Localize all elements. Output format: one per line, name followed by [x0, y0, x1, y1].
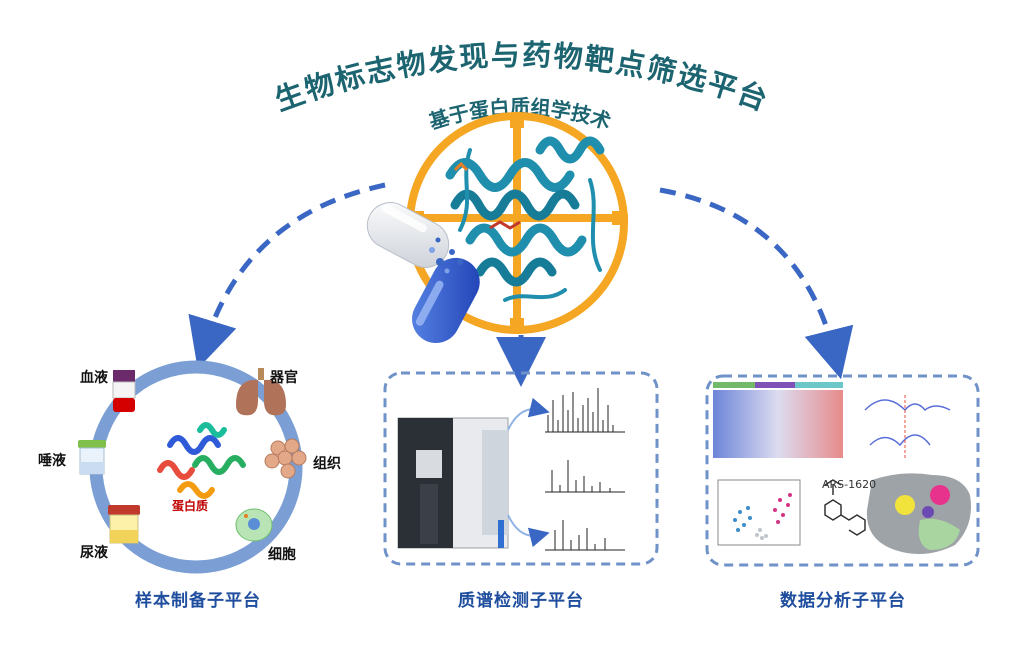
protein-center-label: 蛋白质 — [172, 499, 209, 513]
ms-panel — [383, 371, 659, 566]
sample-label-cell: 细胞 — [268, 547, 296, 563]
saliva-cup-icon — [78, 440, 106, 475]
arrow-to-sample-platform — [188, 182, 386, 369]
molecule-structure-icon — [824, 479, 866, 536]
sample-label-organ: 器官 — [270, 370, 298, 386]
heatmap-icon — [713, 382, 843, 458]
compound-label: ARS-1620 — [822, 478, 877, 491]
platform-caption-sample: 样本制备子平台 — [135, 591, 261, 611]
center-protein-icon — [157, 422, 246, 499]
docking-surface-icon — [866, 473, 971, 554]
ms-flow-arrow-bottom — [507, 514, 550, 548]
cell-icon — [235, 508, 273, 542]
mass-spectrometer-icon — [397, 417, 509, 549]
tissue-cluster-icon — [264, 438, 307, 479]
arrow-to-data-platform — [659, 187, 854, 380]
sample-label-saliva: 唾液 — [38, 453, 66, 469]
platform-caption-ms: 质谱检测子平台 — [458, 591, 584, 611]
blood-tube-icon — [112, 370, 136, 412]
ms-flow-arrow-top — [507, 397, 550, 431]
organ-lung-icon — [236, 368, 286, 416]
platform-caption-data: 数据分析子平台 — [780, 591, 906, 611]
sample-label-urine: 尿液 — [80, 545, 108, 561]
data-panel — [705, 374, 980, 567]
sample-label-tissue: 组织 — [313, 456, 341, 472]
sample-label-blood: 血液 — [80, 370, 108, 386]
peak-plot-icon — [864, 395, 951, 460]
ligand-icon — [453, 161, 521, 230]
volcano-plot-icon — [717, 479, 801, 546]
urine-cup-icon — [108, 505, 140, 544]
spectra-icon — [545, 388, 625, 551]
protein-structure-icon — [445, 136, 605, 302]
drug-capsule-icon — [366, 202, 480, 344]
